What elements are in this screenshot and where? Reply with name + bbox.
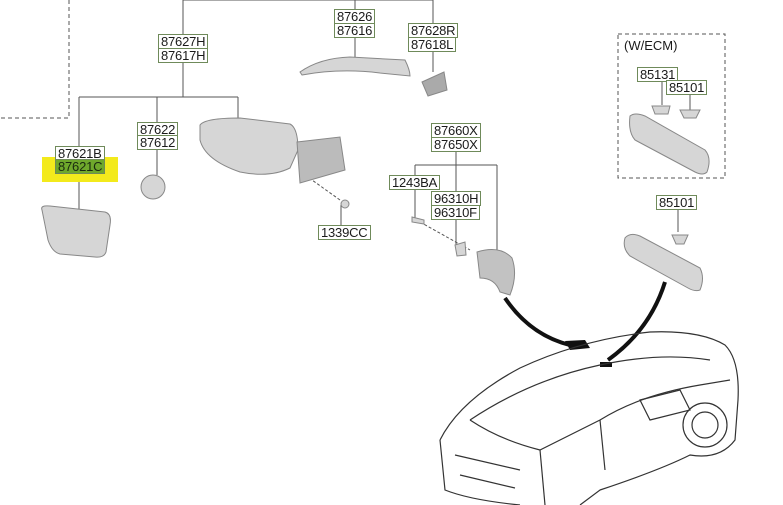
part-label[interactable]: 87628R (408, 23, 459, 38)
pointer-arrow-outside (503, 296, 571, 347)
mirror-housing-part (199, 117, 299, 175)
ecm-cover-parts (651, 105, 701, 119)
part-label[interactable]: 96310H (431, 191, 482, 206)
inner-cover-part (476, 249, 516, 296)
pointer-arrow-inside (606, 281, 667, 362)
leader-lines-mirror-assy (78, 62, 239, 146)
inside-mirror-mount (671, 234, 689, 245)
part-label[interactable]: 85101 (656, 195, 698, 210)
leader-lines-top (182, 0, 434, 34)
part-label[interactable]: 1243BA (389, 175, 441, 190)
actuator-part (140, 174, 166, 200)
part-label[interactable]: 85131 (637, 67, 679, 82)
leader-lines-ecm (661, 81, 691, 232)
part-label[interactable]: 85101 (666, 80, 708, 95)
tweeter-part (454, 241, 467, 257)
inside-mirror-part (623, 233, 703, 292)
ecm-mirror-part (629, 113, 710, 175)
outside-mirror-position-mark (565, 340, 590, 350)
scalp-cover-part (299, 56, 411, 77)
leader-lines-inner-cover (414, 151, 498, 250)
part-label[interactable]: 87650X (431, 137, 481, 152)
part-label[interactable]: 87626 (334, 9, 376, 24)
mirror-bracket-part (296, 136, 346, 184)
part-label[interactable]: 87617H (158, 48, 209, 63)
nut-part (340, 199, 350, 209)
group-boundary-dashed (0, 0, 70, 119)
repeater-part (421, 71, 448, 97)
part-label[interactable]: 1339CC (318, 225, 371, 240)
ecm-group-title: (W/ECM) (624, 38, 678, 53)
car-illustration (439, 331, 739, 505)
part-label-highlighted[interactable]: 87621C (55, 159, 106, 174)
part-label[interactable]: 87616 (334, 23, 376, 38)
ecm-group-box (617, 33, 726, 179)
part-label[interactable]: 87612 (137, 135, 179, 150)
part-label[interactable]: 96310F (431, 205, 480, 220)
part-label[interactable]: 87627H (158, 34, 209, 49)
bolt-part (411, 216, 425, 225)
leader-lines-covers (354, 37, 434, 72)
part-label[interactable]: 87660X (431, 123, 481, 138)
part-label[interactable]: 87618L (408, 37, 457, 52)
mirror-glass-part (41, 205, 111, 258)
